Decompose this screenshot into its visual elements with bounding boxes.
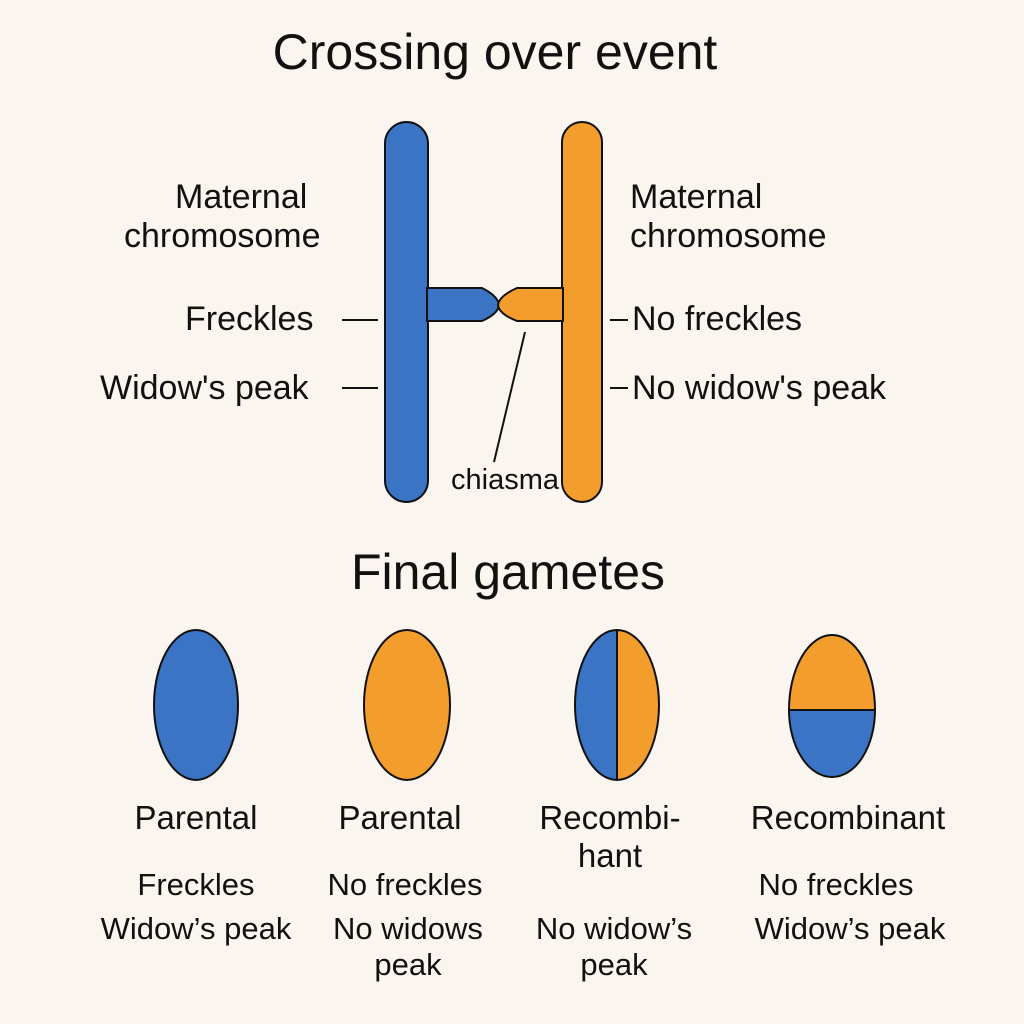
gamete-3-trait3: peak [580,947,648,982]
chiasma-label: chiasma [451,464,559,496]
right-chromosome-label-line1: Maternal [630,178,763,216]
final-gametes-title: Final gametes [350,544,666,600]
leader-chiasma [493,331,526,463]
gamete-3-type-line2: hant [577,837,643,874]
trait-no-widows-peak: No widow's peak [632,369,887,407]
chiasma-bridge-blue [426,287,501,322]
gamete-2-trait3: peak [374,947,442,982]
trait-widows-peak: Widow's peak [100,369,309,407]
gamete-3-left-blue-half [575,630,617,780]
gamete-4-bottom-blue-half [789,710,875,777]
left-chromosome [384,121,429,503]
right-chromosome-label-line2: chromosome [630,217,827,255]
gamete-1-parental-blue [153,629,239,781]
gamete-4-outline [787,634,877,778]
left-chromosome-label-line1: Maternal [175,178,308,216]
gamete-1-trait2: Widow’s peak [100,911,292,946]
right-chromosome [561,121,603,503]
gamete-4-trait2: Widow’s peak [754,911,946,946]
gamete-2-parental-orange [363,629,451,781]
gamete-3-right-orange-half [617,630,659,780]
crossing-over-title: Crossing over event [272,24,718,80]
gamete-1-trait1: Freckles [137,867,255,902]
gamete-3-trait2: No widow’s [535,911,693,946]
left-chromosome-label-line2: chromosome [124,217,321,255]
gamete-3-outline [574,629,660,781]
gamete-3-type-line1: Recombi- [539,799,681,836]
gamete-4-type: Recombinant [750,799,946,836]
gamete-2-trait1: No freckles [327,867,483,902]
gamete-1-type: Parental [134,799,258,836]
gamete-4-top-orange-half [789,635,875,710]
gamete-2-type: Parental [338,799,462,836]
gamete-2-trait2: No widows [333,911,483,946]
trait-no-freckles: No freckles [632,300,803,338]
chiasma-bridge-orange [496,287,564,322]
trait-freckles: Freckles [185,300,314,338]
gamete-4-trait1: No freckles [758,867,914,902]
